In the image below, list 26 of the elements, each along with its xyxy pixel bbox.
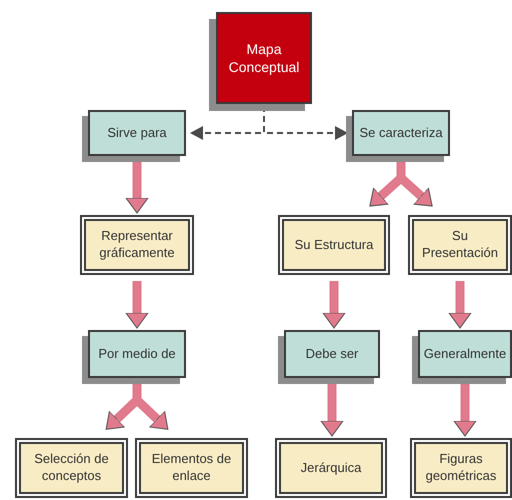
node-text: Elementos de enlace	[150, 451, 232, 485]
node-text: Su Estructura	[294, 236, 374, 254]
block-arrow	[454, 384, 476, 436]
concept-box	[135, 438, 248, 498]
node-text: Mapa Conceptual	[228, 40, 300, 76]
block-arrow	[126, 162, 148, 214]
node-text: Por medio de	[98, 346, 176, 362]
concept-box	[408, 215, 512, 275]
block-arrow	[126, 281, 148, 328]
node-text: Generalmente	[424, 346, 506, 362]
concept-box	[15, 438, 128, 498]
node-text: Su Presentación	[421, 228, 499, 262]
block-arrow	[320, 384, 344, 436]
block-arrow	[322, 281, 346, 328]
node-text: Selección de conceptos	[33, 451, 110, 485]
node-text: Se caracteriza	[359, 124, 443, 142]
node-text: Figuras geométricas	[424, 451, 498, 485]
node-text: Sirve para	[107, 124, 167, 142]
node-text: Jerárquica	[300, 460, 362, 476]
node-text: Representar gráficamente	[98, 228, 176, 262]
node-text: Debe ser	[306, 346, 358, 362]
block-arrow	[448, 281, 472, 328]
concept-box	[80, 215, 194, 275]
concept-box	[275, 438, 387, 498]
concept-box	[278, 215, 390, 275]
concept-box	[410, 438, 512, 498]
